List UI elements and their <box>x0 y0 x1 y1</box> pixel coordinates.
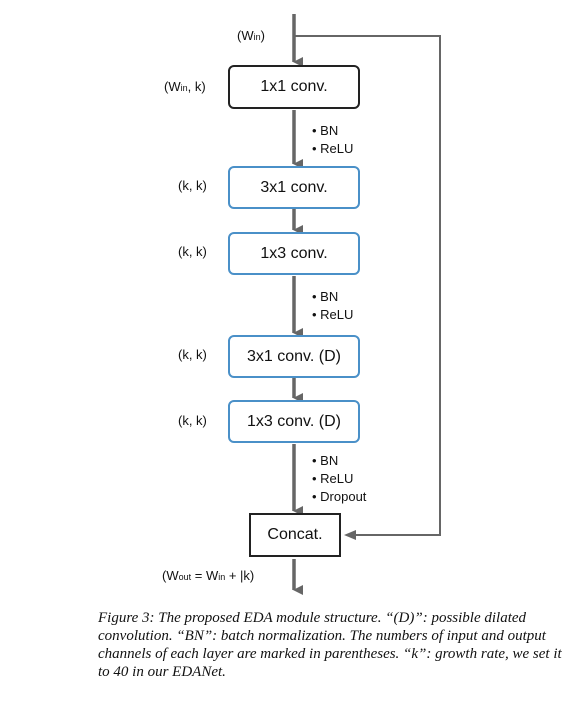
conv4-channel-label: (k, k) <box>178 347 207 362</box>
conv-3x1-box: 3x1 conv. <box>228 166 360 209</box>
annotation-bn-relu-2: • BN • ReLU <box>312 289 354 322</box>
output-label: (Wout = Win + |k) <box>162 568 255 583</box>
conv1-channel-label: (Win, k) <box>164 79 206 94</box>
skip-connection <box>294 35 441 536</box>
skip-arrowhead <box>344 530 356 540</box>
conv5-channel-label: (k, k) <box>178 413 207 428</box>
conv-1x3-box: 1x3 conv. <box>228 232 360 275</box>
conv2-channel-label: (k, k) <box>178 178 207 193</box>
annotation-bn-relu-1: • BN • ReLU <box>312 123 354 156</box>
conv-3x1-dilated-box: 3x1 conv. (D) <box>228 335 360 378</box>
figure-caption: Figure 3: The proposed EDA module struct… <box>98 610 562 680</box>
concat-box: Concat. <box>249 513 341 557</box>
conv3-channel-label: (k, k) <box>178 244 207 259</box>
input-label: (Win) <box>237 28 265 43</box>
diagram-connectors <box>292 14 441 595</box>
conv-1x3-dilated-box: 1x3 conv. (D) <box>228 400 360 443</box>
conv-1x1-box: 1x1 conv. <box>228 65 360 109</box>
annotation-bn-relu-dropout: • BN • ReLU • Dropout <box>312 453 367 504</box>
